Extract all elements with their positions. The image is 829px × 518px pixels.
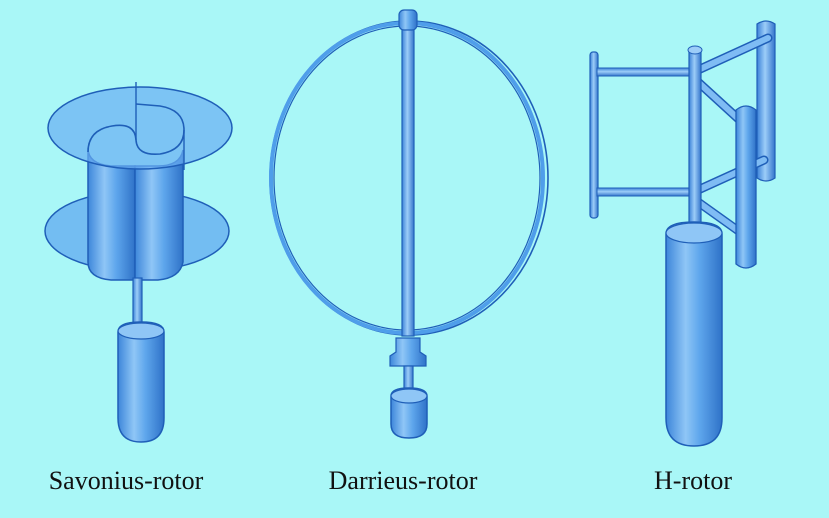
savonius-housing-top xyxy=(117,322,165,340)
darrieus-top-cap xyxy=(398,9,418,31)
h-rotor xyxy=(589,20,776,447)
h-rotor-arm-lower-left xyxy=(596,187,698,197)
h-rotor-tower-top xyxy=(665,222,723,244)
darrieus-generator-top xyxy=(390,388,428,404)
darrieus-tower xyxy=(401,23,415,337)
h-rotor-caption: H-rotor xyxy=(654,466,732,495)
h-rotor-arm-upper-left xyxy=(596,67,698,77)
savonius-rotor-caption: Savonius-rotor xyxy=(48,466,204,495)
h-rotor-blade-left xyxy=(589,51,599,219)
h-rotor-blade-right-back xyxy=(756,20,776,182)
savonius-housing xyxy=(117,321,165,443)
h-rotor-arm-lower-front-fill xyxy=(695,199,743,235)
darrieus-shaft xyxy=(403,365,414,391)
h-rotor-mast xyxy=(688,49,702,241)
h-rotor-mast-top xyxy=(687,45,703,55)
savonius-s-curve xyxy=(87,103,185,156)
savonius-bucket-top xyxy=(135,82,185,170)
h-rotor-tower xyxy=(665,221,723,447)
darrieus-rotor-caption: Darrieus-rotor xyxy=(328,466,478,495)
darrieus-coupling xyxy=(389,337,427,367)
darrieus-rotor xyxy=(269,9,549,439)
savonius-rotor xyxy=(44,82,233,443)
h-rotor-blade-right-front xyxy=(735,105,757,269)
h-rotor-arm-upper-right-fill xyxy=(695,35,771,73)
savonius-top-disc xyxy=(47,86,233,170)
savonius-shaft xyxy=(132,277,143,329)
